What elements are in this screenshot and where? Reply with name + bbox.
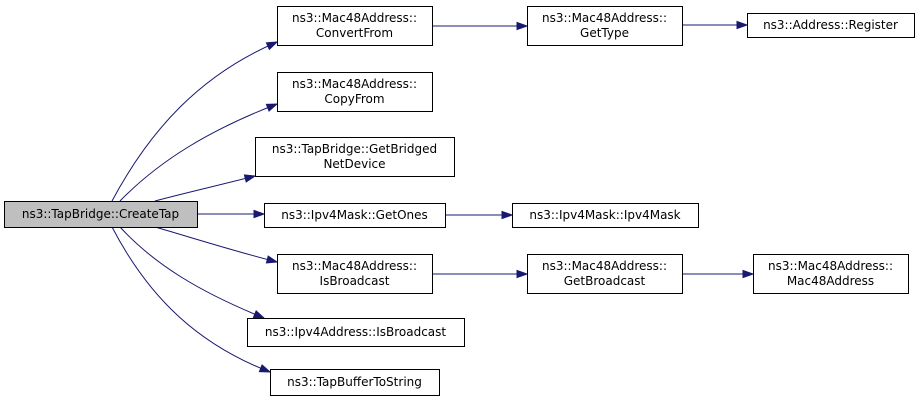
- arrow-head: [265, 255, 279, 264]
- node-label: ConvertFrom: [316, 26, 393, 40]
- edge-create-tap-to-get-ones: [197, 209, 266, 219]
- node-label: ns3::Mac48Address::: [542, 11, 667, 25]
- arrow-head: [742, 269, 755, 279]
- node-box: [512, 203, 699, 228]
- edge-create-tap-to-copy-from: [119, 103, 279, 202]
- node-box: [4, 201, 198, 228]
- node-mac48-convert-from[interactable]: ns3::Mac48Address::ConvertFrom: [277, 6, 433, 46]
- nodes-layer: ns3::TapBridge::CreateTapns3::Mac48Addre…: [4, 6, 915, 396]
- edge-line: [154, 175, 256, 202]
- node-label: Mac48Address: [787, 274, 874, 288]
- node-label: ns3::Ipv4Mask::Ipv4Mask: [529, 208, 680, 222]
- edge-line: [119, 103, 278, 202]
- node-tap-buffer-to-string[interactable]: ns3::TapBufferToString: [270, 369, 440, 396]
- edge-create-tap-to-is-broadcast-mac: [154, 226, 279, 264]
- node-box: [247, 318, 465, 347]
- node-box: [527, 254, 683, 294]
- node-mac48-ctor[interactable]: ns3::Mac48Address::Mac48Address: [753, 254, 909, 294]
- node-label: ns3::Mac48Address::: [768, 259, 893, 273]
- edge-line: [111, 226, 271, 373]
- arrow-head: [501, 210, 514, 220]
- node-mac48-is-broadcast[interactable]: ns3::Mac48Address::IsBroadcast: [277, 254, 433, 294]
- node-label: ns3::Mac48Address::: [292, 259, 417, 273]
- node-ipv4mask-get-ones[interactable]: ns3::Ipv4Mask::GetOnes: [264, 203, 446, 228]
- node-label: ns3::TapBridge::CreateTap: [22, 207, 179, 221]
- node-ipv4mask-ctor[interactable]: ns3::Ipv4Mask::Ipv4Mask: [512, 203, 699, 228]
- node-mac48-get-broadcast[interactable]: ns3::Mac48Address::GetBroadcast: [527, 254, 683, 294]
- arrow-head: [252, 310, 266, 319]
- node-label: ns3::Ipv4Address::IsBroadcast: [265, 325, 447, 339]
- arrow-head: [516, 21, 529, 31]
- edge-line: [154, 226, 278, 263]
- edge-create-tap-to-tap-buffer: [111, 226, 272, 373]
- node-box: [277, 6, 433, 46]
- edge-create-tap-to-get-bridged: [154, 174, 257, 202]
- edge-create-tap-to-is-broadcast-ipv4: [119, 226, 266, 319]
- edge-create-tap-to-convert-from: [111, 41, 279, 202]
- node-label: IsBroadcast: [320, 274, 390, 288]
- node-label: GetBroadcast: [564, 274, 646, 288]
- edge-line: [119, 226, 265, 319]
- node-mac48-copy-from[interactable]: ns3::Mac48Address::CopyFrom: [277, 72, 433, 112]
- node-label: ns3::Mac48Address::: [542, 259, 667, 273]
- arrow-head: [258, 364, 272, 373]
- edge-convert-from-to-get-type: [432, 21, 529, 31]
- node-box: [527, 6, 683, 46]
- node-label: ns3::Address::Register: [763, 18, 898, 32]
- node-box: [753, 254, 909, 294]
- node-label: CopyFrom: [324, 92, 384, 106]
- node-label: GetType: [580, 26, 629, 40]
- node-box: [255, 137, 455, 177]
- node-box: [270, 369, 440, 396]
- arrow-head: [253, 209, 266, 219]
- node-label: ns3::TapBufferToString: [287, 375, 422, 389]
- arrow-head: [243, 174, 257, 183]
- node-label: ns3::Mac48Address::: [292, 11, 417, 25]
- node-label: ns3::Mac48Address::: [292, 77, 417, 91]
- node-box: [277, 254, 433, 294]
- node-box: [747, 13, 915, 38]
- node-label: ns3::TapBridge::GetBridged: [272, 142, 437, 156]
- node-ipv4address-is-broadcast[interactable]: ns3::Ipv4Address::IsBroadcast: [247, 318, 465, 347]
- edge-get-type-to-register: [682, 20, 749, 30]
- node-create-tap[interactable]: ns3::TapBridge::CreateTap: [4, 201, 198, 228]
- edges-layer: [111, 20, 755, 373]
- node-address-register[interactable]: ns3::Address::Register: [747, 13, 915, 38]
- node-box: [277, 72, 433, 112]
- edge-is-broadcast-mac-to-get-broadcast: [432, 269, 529, 279]
- arrow-head: [516, 269, 529, 279]
- edge-line: [111, 41, 278, 202]
- node-label: ns3::Ipv4Mask::GetOnes: [281, 208, 428, 222]
- node-box: [264, 203, 446, 228]
- arrow-head: [265, 41, 279, 51]
- arrow-head: [265, 103, 279, 112]
- edge-get-broadcast-to-mac48-ctor: [682, 269, 755, 279]
- edge-get-ones-to-ipv4mask-ctor: [445, 210, 514, 220]
- node-mac48-get-type[interactable]: ns3::Mac48Address::GetType: [527, 6, 683, 46]
- arrow-head: [736, 20, 749, 30]
- node-label: NetDevice: [323, 157, 385, 171]
